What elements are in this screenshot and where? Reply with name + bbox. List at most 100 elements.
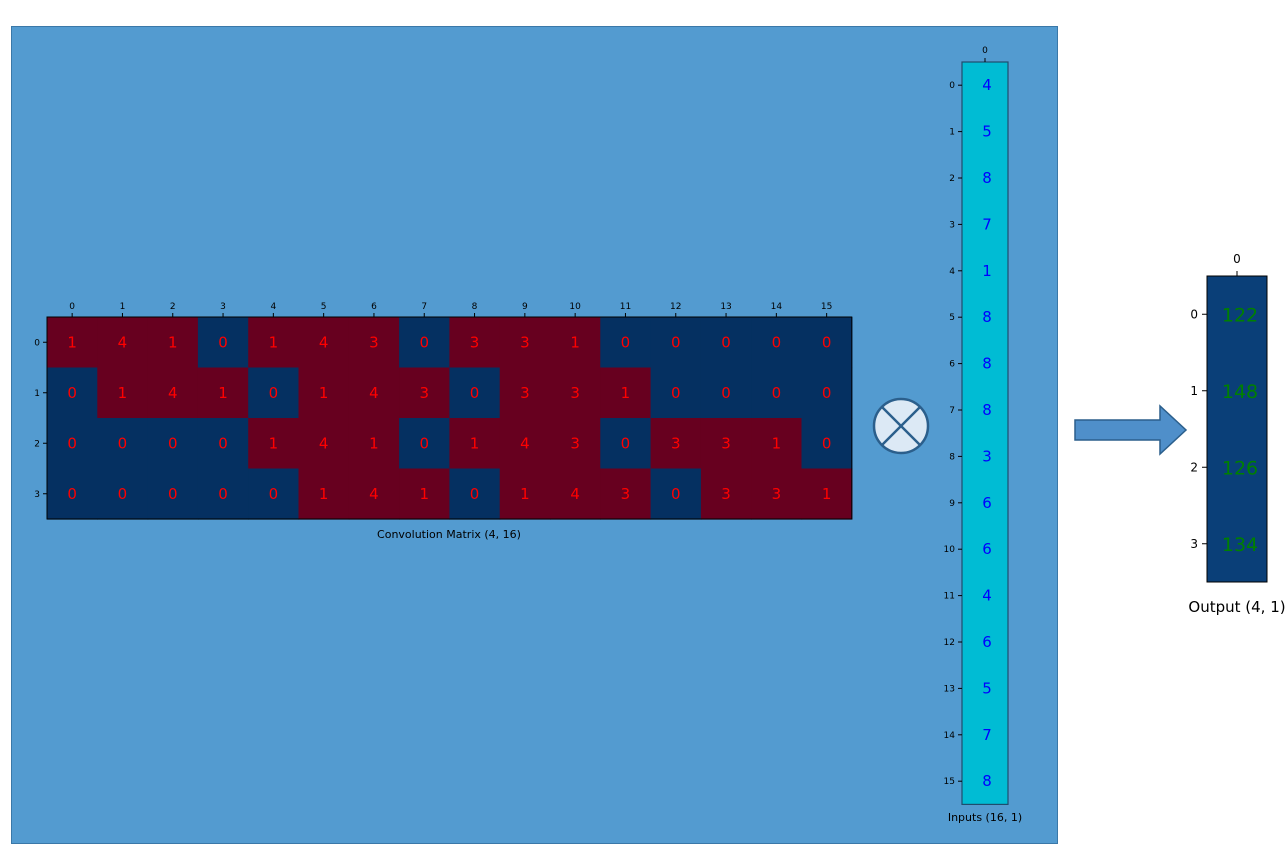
matrix-cell-value: 4 [319, 434, 329, 452]
matrix-cell [449, 468, 501, 520]
matrix-col-tick: 5 [321, 302, 327, 312]
input-cell-value: 5 [982, 123, 992, 141]
matrix-col-tick: 8 [472, 302, 478, 312]
input-cell-value: 8 [982, 308, 992, 326]
matrix-cell-value: 0 [118, 434, 128, 452]
input-row-tick: 0 [949, 81, 955, 91]
input-cell [962, 433, 1008, 481]
matrix-col-tick: 2 [170, 302, 176, 312]
matrix-cell-value: 3 [520, 384, 530, 402]
matrix-cell [550, 367, 601, 419]
matrix-cell [197, 418, 249, 470]
input-row-tick: 1 [949, 128, 955, 138]
matrix-cell-value: 1 [319, 384, 329, 402]
matrix-cell-value: 0 [621, 333, 631, 351]
matrix-cell-value: 0 [419, 333, 429, 351]
matrix-cell-value: 0 [621, 434, 631, 452]
matrix-cell-value: 0 [721, 333, 731, 351]
matrix-cell-value: 0 [671, 333, 681, 351]
input-cell-value: 7 [982, 726, 992, 744]
multiply-circle-icon [872, 397, 930, 455]
matrix-cell [600, 317, 652, 369]
matrix-cell-value: 1 [822, 485, 832, 503]
matrix-cell-value: 0 [822, 333, 832, 351]
matrix-cell-value: 3 [369, 333, 379, 351]
matrix-col-tick: 0 [69, 302, 75, 312]
matrix-row-tick: 2 [34, 439, 40, 449]
input-cell [962, 247, 1008, 295]
input-row-tick: 12 [944, 638, 955, 648]
input-cell-value: 1 [982, 262, 992, 280]
matrix-cell-value: 4 [168, 384, 178, 402]
matrix-cell [550, 317, 601, 369]
matrix-cell [449, 418, 501, 470]
matrix-cell-value: 1 [520, 485, 530, 503]
input-row-tick: 14 [944, 731, 956, 741]
matrix-cell-value: 4 [570, 485, 580, 503]
matrix-cell-value: 1 [319, 485, 329, 503]
matrix-col-tick: 1 [120, 302, 126, 312]
matrix-cell [97, 367, 149, 419]
matrix-cell-value: 0 [218, 485, 228, 503]
matrix-cell-value: 3 [671, 434, 681, 452]
matrix-cell-value: 0 [67, 384, 77, 402]
matrix-cell-value: 0 [218, 434, 228, 452]
matrix-cell [550, 468, 601, 520]
matrix-cell [348, 418, 400, 470]
output-row-tick: 1 [1190, 384, 1198, 398]
matrix-cell-value: 1 [168, 333, 178, 351]
input-row-tick: 7 [949, 406, 955, 416]
matrix-cell-value: 0 [671, 384, 681, 402]
matrix-cell-value: 1 [67, 333, 77, 351]
matrix-cell-value: 1 [269, 434, 279, 452]
matrix-row-tick: 1 [34, 389, 40, 399]
matrix-cell [600, 468, 652, 520]
matrix-cell-value: 4 [369, 485, 379, 503]
input-row-tick: 8 [949, 452, 955, 462]
input-col-tick: 0 [982, 46, 988, 56]
matrix-cell-value: 3 [772, 485, 782, 503]
matrix-cell [499, 317, 551, 369]
matrix-col-tick: 15 [821, 302, 832, 312]
matrix-col-tick: 9 [522, 302, 528, 312]
matrix-cell-value: 0 [822, 384, 832, 402]
matrix-col-tick: 6 [371, 302, 377, 312]
matrix-cell [751, 418, 803, 470]
matrix-cell [700, 468, 752, 520]
matrix-row-tick: 3 [34, 490, 40, 500]
output-cell [1207, 352, 1267, 430]
matrix-cell-value: 0 [269, 384, 279, 402]
matrix-cell [650, 317, 702, 369]
input-row-tick: 11 [944, 592, 955, 602]
input-row-tick: 9 [949, 499, 955, 509]
input-row-tick: 6 [949, 360, 955, 370]
matrix-cell-value: 1 [621, 384, 631, 402]
input-cell [962, 711, 1008, 759]
input-cell-value: 8 [982, 772, 992, 790]
input-cell-value: 8 [982, 355, 992, 373]
input-cell [962, 154, 1008, 202]
input-cell [962, 572, 1008, 620]
matrix-cell-value: 1 [470, 434, 480, 452]
output-row-tick: 3 [1190, 537, 1198, 551]
output-col-tick: 0 [1233, 252, 1241, 266]
input-cell [962, 62, 1008, 109]
matrix-cell-value: 4 [520, 434, 530, 452]
matrix-cell-value: 0 [118, 485, 128, 503]
matrix-cell [700, 367, 752, 419]
input-cell [962, 526, 1008, 573]
matrix-cell [47, 418, 98, 470]
matrix-cell-value: 3 [520, 333, 530, 351]
matrix-cell [248, 317, 300, 369]
matrix-cell [801, 468, 853, 520]
output-cell-value: 126 [1222, 457, 1258, 479]
matrix-cell [298, 468, 350, 520]
output-cell [1207, 276, 1267, 353]
matrix-cell [449, 367, 501, 419]
input-row-tick: 3 [949, 220, 955, 230]
matrix-cell-value: 0 [721, 384, 731, 402]
matrix-cell [47, 367, 98, 419]
matrix-cell-value: 0 [671, 485, 681, 503]
matrix-cell [751, 367, 803, 419]
